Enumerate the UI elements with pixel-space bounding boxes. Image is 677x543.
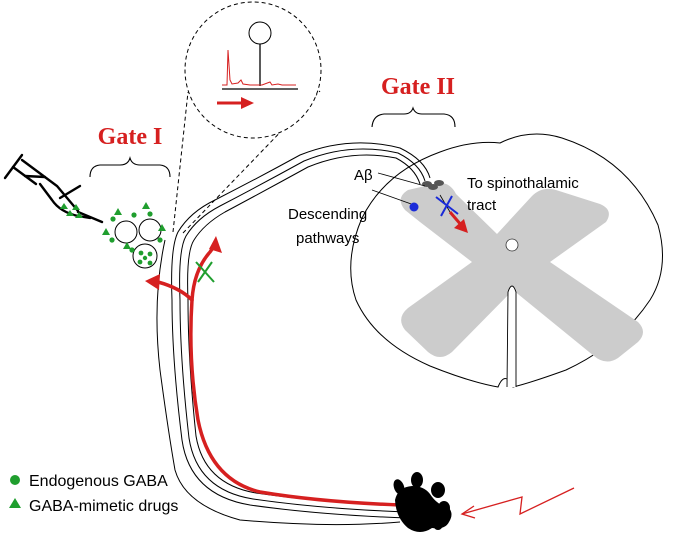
legend: Endogenous GABA GABA-mimetic drugs — [9, 473, 178, 515]
spinothalamic-label-line1: To spinothalamic — [467, 175, 579, 192]
gate1-brace — [89, 156, 171, 178]
gate2-brace — [371, 106, 456, 128]
ganglion-cell — [114, 220, 138, 244]
nerve-fiber-bundle — [171, 142, 431, 519]
spinothalamic-label-line2: tract — [467, 197, 497, 214]
paw-icon — [393, 472, 452, 532]
fiber-outer-edge — [156, 239, 401, 526]
pathway-arrowhead-left — [145, 274, 160, 290]
anterior-median-fissure — [506, 285, 517, 388]
inset-arrowhead — [241, 97, 254, 109]
stimulus-arrowhead — [460, 505, 476, 519]
legend-item-gaba: Endogenous GABA — [29, 473, 168, 490]
lightning-stimulus-icon — [461, 487, 575, 516]
dorsal-root-ganglion — [102, 202, 166, 269]
central-canal — [505, 238, 519, 252]
spinothalamic-arrowhead — [454, 219, 468, 233]
gate2-block-mark — [435, 195, 459, 217]
descending-pathway-dot — [409, 202, 419, 212]
inset-firing-recording — [172, 1, 322, 234]
syringe-drug-contents — [60, 203, 83, 218]
spinal-cord-section — [350, 133, 663, 388]
legend-item-drugs: GABA-mimetic drugs — [29, 498, 178, 515]
nociceptive-pathway — [156, 242, 402, 507]
fiber-terminals — [422, 180, 444, 190]
ab-fiber-line — [377, 172, 426, 187]
descending-pathway-line — [371, 189, 415, 206]
action-potential-trace — [222, 49, 296, 86]
gate1-label: Gate I — [98, 124, 163, 150]
abeta-label: Aβ — [354, 167, 373, 184]
inset-circle — [184, 1, 322, 139]
ganglion-cell — [138, 218, 162, 242]
neuron-soma-icon — [248, 21, 272, 45]
legend-circle-marker — [10, 475, 20, 485]
descending-label-line1: Descending — [288, 206, 367, 223]
gate1-block-mark — [195, 261, 215, 283]
legend-triangle-marker — [9, 498, 21, 508]
pathway-arrowhead-up — [209, 236, 222, 253]
gate2-label: Gate II — [381, 74, 455, 100]
descending-label-line2: pathways — [296, 230, 359, 247]
syringe-icon — [3, 153, 104, 224]
